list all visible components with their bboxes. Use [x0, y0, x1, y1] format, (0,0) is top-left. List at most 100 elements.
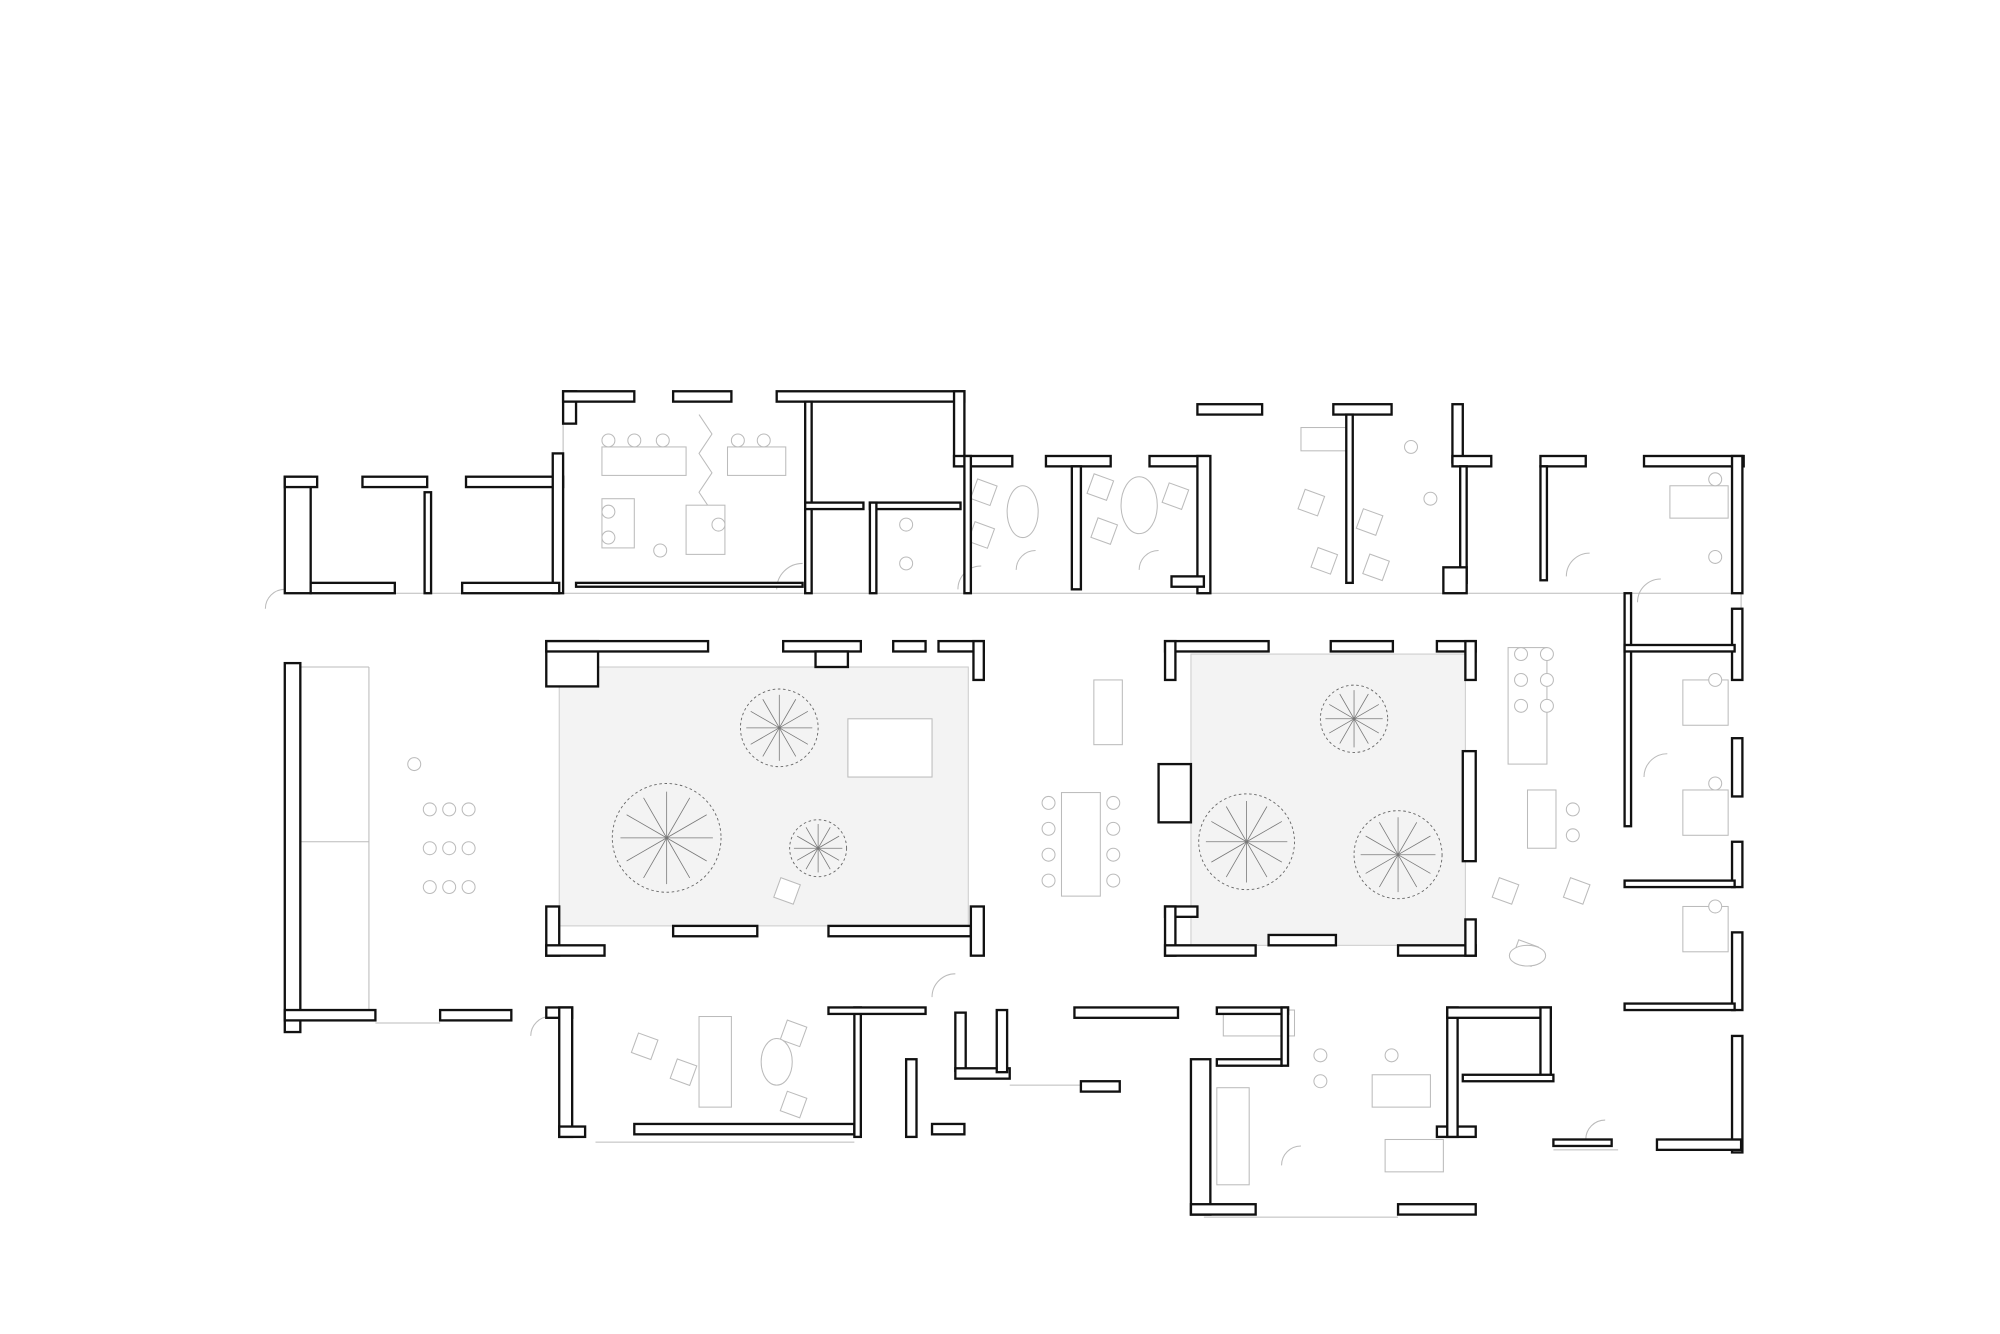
wall-segment	[545, 944, 606, 957]
chair	[601, 504, 616, 519]
wall-segment	[545, 639, 710, 653]
wall-segment	[1623, 592, 1633, 828]
chair	[730, 433, 745, 448]
wall-segment	[775, 390, 966, 403]
wall-segment	[1329, 639, 1395, 653]
chair	[1106, 847, 1121, 862]
chair	[1313, 1074, 1328, 1089]
wall-segment	[1267, 933, 1338, 947]
table	[698, 1015, 732, 1108]
chair	[422, 880, 437, 895]
wall-segment	[1196, 403, 1264, 416]
wall-segment	[671, 390, 733, 403]
chair	[407, 757, 422, 772]
wall-segment	[1730, 737, 1744, 798]
chair	[756, 433, 771, 448]
chair	[1514, 647, 1529, 662]
wall-segment	[464, 475, 565, 489]
tree-icon	[1198, 793, 1295, 891]
chair	[1708, 776, 1723, 791]
armchair	[1362, 553, 1390, 582]
chair	[442, 841, 457, 856]
wall-segment	[283, 1008, 377, 1022]
chair	[461, 841, 476, 856]
door-swing	[1015, 549, 1036, 570]
ottoman	[1006, 485, 1039, 539]
ottoman	[760, 1038, 793, 1086]
armchair	[1297, 488, 1326, 517]
wall-segment	[892, 639, 927, 653]
wall-segment	[1539, 465, 1549, 582]
wall-segment	[1442, 566, 1468, 595]
wall-segment	[868, 501, 962, 511]
chair	[442, 880, 457, 895]
chair	[653, 543, 668, 558]
wall-segment	[1730, 454, 1744, 595]
wall-segment	[558, 1006, 574, 1139]
table	[1300, 427, 1354, 452]
table	[1669, 485, 1729, 519]
wall-segment	[1189, 1203, 1257, 1216]
chair	[1565, 802, 1580, 817]
door-swing	[1565, 552, 1590, 577]
table	[1216, 1087, 1250, 1186]
armchair	[1161, 482, 1190, 511]
armchair	[1086, 473, 1115, 502]
wall-segment	[1623, 879, 1736, 889]
wall-segment	[1079, 1080, 1121, 1093]
wall-segment	[827, 924, 973, 938]
wall-segment	[1623, 643, 1736, 653]
ottoman	[1508, 944, 1547, 967]
wall-segment	[551, 452, 565, 595]
chair	[1565, 828, 1580, 843]
wall-segment	[952, 454, 1014, 468]
ottoman	[1120, 476, 1158, 535]
wall-segment	[804, 501, 865, 511]
wall-segment	[1170, 575, 1206, 588]
chair	[655, 433, 670, 448]
chair	[1106, 795, 1121, 810]
door-swing	[1138, 549, 1159, 570]
wall-segment	[1461, 1073, 1555, 1083]
wall-segment	[904, 1058, 918, 1139]
chair	[1041, 821, 1056, 836]
wall-segment	[558, 1125, 587, 1139]
wall-segment	[1459, 465, 1468, 585]
chair	[1708, 899, 1723, 914]
wall-segment	[814, 650, 850, 669]
wall-segment	[1070, 465, 1083, 591]
chair	[1539, 647, 1554, 662]
tree-icon	[739, 688, 819, 768]
wall-segment	[1552, 1138, 1613, 1148]
wall-segment	[1451, 403, 1464, 464]
chair	[1313, 1048, 1328, 1063]
wall-segment	[438, 1008, 513, 1022]
chair	[1423, 491, 1438, 506]
wall-segment	[1446, 1006, 1552, 1019]
wall-segment	[1730, 840, 1744, 889]
chair	[461, 802, 476, 817]
wall-segment	[283, 475, 319, 489]
table	[847, 718, 933, 778]
table	[1682, 679, 1729, 726]
chair	[899, 517, 914, 532]
wall-segment	[460, 581, 561, 595]
armchair	[779, 1090, 808, 1119]
chair	[1041, 795, 1056, 810]
armchair	[773, 877, 801, 905]
chair	[1514, 672, 1529, 687]
walls	[283, 390, 1745, 1216]
courtyards	[558, 653, 1466, 946]
wall-segment	[853, 1006, 863, 1139]
door-swing	[1585, 1119, 1606, 1140]
chair	[899, 556, 914, 571]
armchair	[630, 1032, 659, 1061]
wall-segment	[574, 581, 804, 588]
wall-segment	[963, 454, 973, 595]
wall-segment	[1464, 918, 1477, 957]
wall-segment	[1215, 1058, 1283, 1067]
chair	[1539, 672, 1554, 687]
wall-segment	[1642, 454, 1745, 468]
chair	[422, 802, 437, 817]
wall-segment	[1539, 454, 1587, 468]
